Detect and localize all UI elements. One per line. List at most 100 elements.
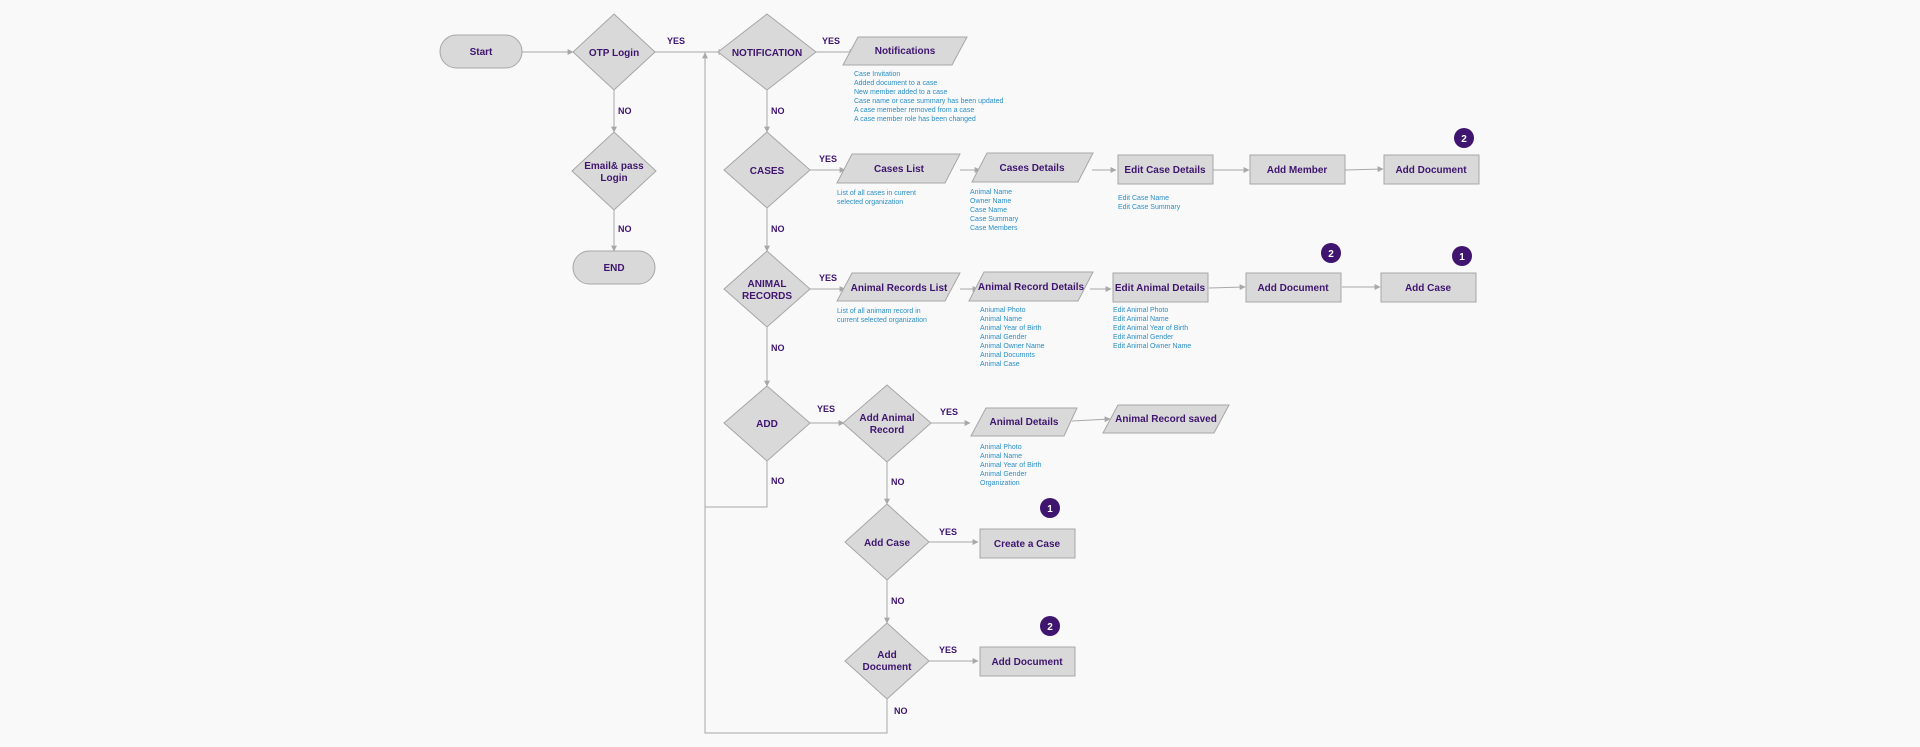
node-add-document-animal: Add Document [1245, 272, 1342, 303]
add-document-label: Add Document [1395, 165, 1467, 176]
cases-details-label: Cases Details [999, 163, 1064, 174]
note-line: A case member role has been changed [854, 116, 976, 123]
note-line: Animal Documnts [980, 352, 1035, 359]
note-line: List of all animam record in [837, 308, 921, 315]
note-line: Added document to a case [854, 80, 937, 87]
note-line: A case memeber removed from a case [854, 107, 974, 114]
note-line: Case Invitation [854, 71, 900, 78]
no-email: NO [618, 224, 632, 234]
otp-login-label: OTP Login [589, 48, 639, 59]
node-add-document-final: Add Document [979, 646, 1076, 677]
node-add-case: Add Case [844, 503, 930, 581]
note-line: Animal Gender [980, 334, 1027, 341]
edge-member-document [1344, 166, 1384, 173]
yes-cases: YES [819, 154, 837, 164]
node-animal-records: ANIMAL RECORDS [723, 250, 811, 328]
animal-records-label-1: ANIMAL [748, 279, 787, 290]
badge-number: 2 [1328, 249, 1334, 260]
badge: 2 [1040, 616, 1060, 636]
badge-number: 2 [1461, 134, 1467, 145]
add-animal-record-label-2: Record [870, 425, 904, 436]
node-notification: NOTIFICATION [717, 13, 817, 91]
no-add: NO [771, 476, 785, 486]
no-add-case: NO [891, 596, 905, 606]
node-edit-animal-details: Edit Animal Details [1112, 272, 1209, 303]
badge: 1 [1452, 246, 1472, 266]
create-a-case-label: Create a Case [994, 539, 1061, 550]
no-animal-records: NO [771, 343, 785, 353]
notifications-label: Notifications [875, 46, 936, 57]
node-start: Start [439, 34, 523, 69]
yes-add-document: YES [939, 645, 957, 655]
yes-add-case: YES [939, 527, 957, 537]
note-line: Case Name [970, 207, 1007, 214]
node-edit-case-details: Edit Case Details [1117, 154, 1214, 185]
node-add-animal-record: Add Animal Record [842, 384, 932, 463]
add-case-label: Add Case [864, 538, 911, 549]
note-line: Animal Case [980, 361, 1020, 368]
badge-number: 2 [1047, 622, 1053, 633]
note-line: Animal Name [970, 189, 1012, 196]
badge: 1 [1040, 498, 1060, 518]
animal-record-details-notes: Aniumal Photo Animal Name Animal Year of… [980, 307, 1045, 368]
note-line: Edit Animal Owner Name [1113, 343, 1191, 350]
add-document-q-label-1: Add [877, 650, 896, 661]
animal-details-label: Animal Details [990, 417, 1059, 428]
yes-otp: YES [667, 36, 685, 46]
yes-animal-records: YES [819, 273, 837, 283]
node-end: END [572, 250, 656, 285]
no-cases: NO [771, 224, 785, 234]
animal-record-details-label: Animal Record Details [978, 282, 1085, 293]
animal-records-label-2: RECORDS [742, 291, 792, 302]
note-line: Edit Animal Year of Birth [1113, 325, 1188, 332]
note-line: Organization [980, 480, 1020, 487]
animal-details-notes: Animal Photo Animal Name Animal Year of … [980, 444, 1042, 487]
node-animal-record-saved: Animal Record saved [1102, 404, 1230, 434]
edit-case-details-label: Edit Case Details [1124, 165, 1206, 176]
note-line: Animal Owner Name [980, 343, 1045, 350]
animal-records-list-label: Animal Records List [851, 283, 948, 294]
node-create-a-case: Create a Case [979, 528, 1076, 559]
note-line: Animal Photo [980, 444, 1022, 451]
add-member-label: Add Member [1267, 165, 1328, 176]
add-case-label: Add Case [1405, 283, 1452, 294]
node-animal-record-details: Animal Record Details [968, 271, 1094, 302]
notification-label: NOTIFICATION [732, 48, 802, 59]
badge-number: 1 [1047, 504, 1053, 515]
animal-record-saved-label: Animal Record saved [1115, 414, 1217, 425]
edit-animal-details-notes: Edit Animal Photo Edit Animal Name Edit … [1113, 307, 1191, 350]
node-cases-list: Cases List [836, 153, 961, 184]
badge: 2 [1454, 128, 1474, 148]
notifications-notes: Case Invitation Added document to a case… [854, 71, 1004, 123]
no-notification: NO [771, 106, 785, 116]
note-line: Edit Case Name [1118, 195, 1169, 202]
add-label: ADD [756, 419, 778, 430]
edge-details-saved [1071, 416, 1111, 423]
note-line: Owner Name [970, 198, 1011, 205]
add-document-label: Add Document [991, 657, 1063, 668]
cases-label: CASES [750, 166, 785, 177]
note-line: Edit Animal Photo [1113, 307, 1168, 314]
node-animal-records-list: Animal Records List [836, 272, 961, 302]
edit-animal-details-label: Edit Animal Details [1115, 283, 1206, 294]
yes-add-animal-record: YES [940, 407, 958, 417]
connectors [522, 49, 1384, 734]
note-line: Animal Year of Birth [980, 325, 1042, 332]
note-line: Edit Animal Name [1113, 316, 1169, 323]
cases-list-label: Cases List [874, 164, 925, 175]
email-login-label-2: Login [600, 173, 627, 184]
node-add-member: Add Member [1249, 154, 1346, 185]
cases-details-notes: Animal Name Owner Name Case Name Case Su… [970, 189, 1019, 232]
node-add-case-animal: Add Case [1380, 272, 1477, 303]
yes-notification: YES [822, 36, 840, 46]
note-line: Case Members [970, 225, 1018, 232]
start-label: Start [470, 47, 493, 58]
edge-adddoc-loop [704, 52, 888, 734]
note-line: Animal Year of Birth [980, 462, 1042, 469]
note-line: List of all cases in current [837, 190, 916, 197]
no-otp: NO [618, 106, 632, 116]
note-line: New member added to a case [854, 89, 947, 96]
note-line: Edit Case Summary [1118, 204, 1181, 211]
node-otp-login: OTP Login [572, 13, 656, 91]
email-login-label-1: Email& pass [584, 161, 644, 172]
